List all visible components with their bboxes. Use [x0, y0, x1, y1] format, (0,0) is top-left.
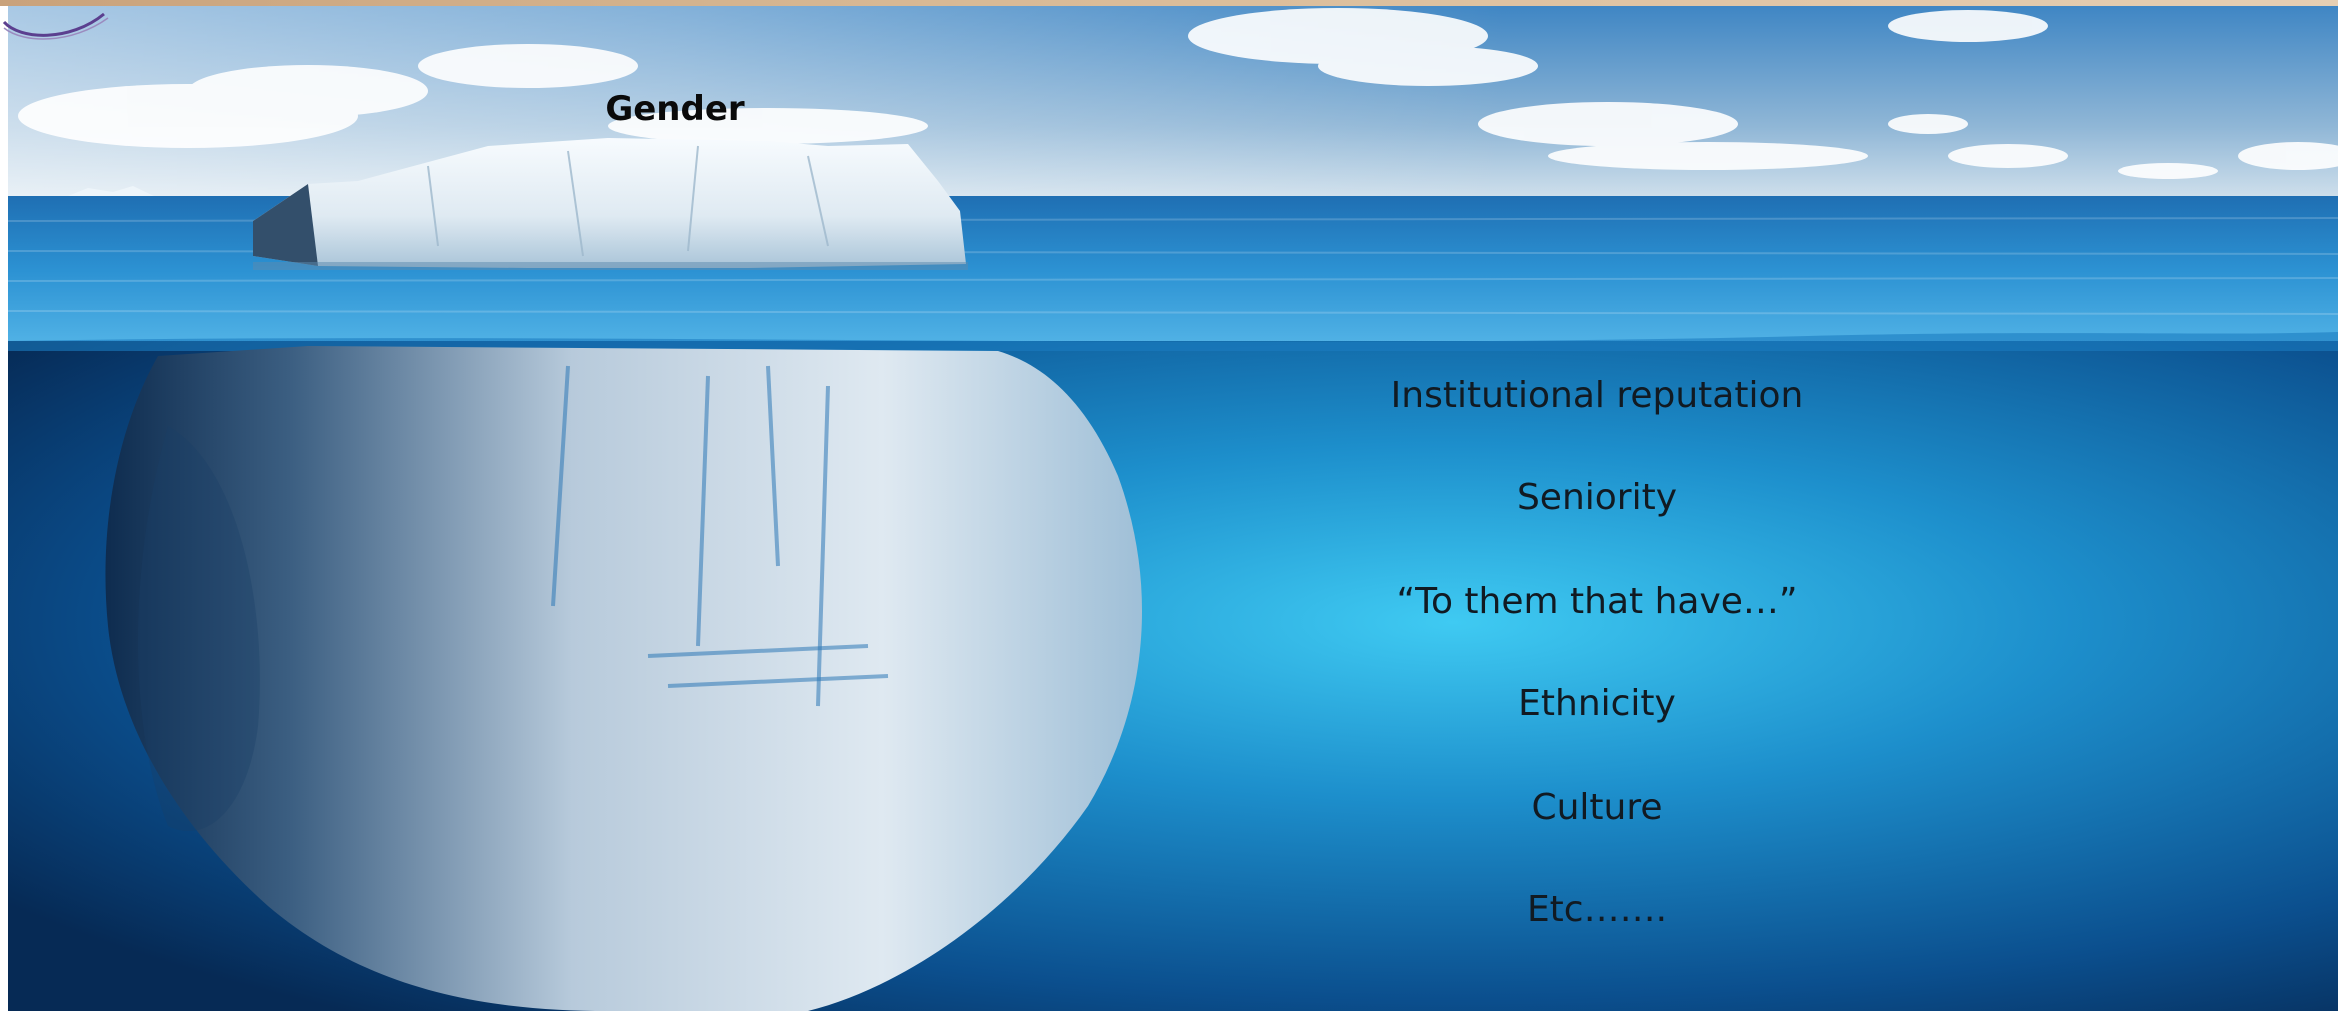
iceberg-scene [0, 6, 2338, 1011]
hidden-factor-institutional-reputation: Institutional reputation [1390, 375, 1804, 416]
hidden-factor-culture: Culture [1531, 787, 1663, 828]
top-accent-rule [0, 0, 2338, 6]
hidden-factor-ethnicity: Ethnicity [1518, 683, 1676, 724]
hidden-factor-etc: Etc……. [1526, 889, 1668, 930]
iceberg-illustration [8, 6, 2338, 1011]
hidden-factor-seniority: Seniority [1516, 477, 1678, 518]
above-water-label: Gender [605, 89, 745, 129]
hidden-factor-to-them-that-have: “To them that have…” [1396, 581, 1798, 622]
circle-logo-fragment-icon [2, 12, 109, 40]
